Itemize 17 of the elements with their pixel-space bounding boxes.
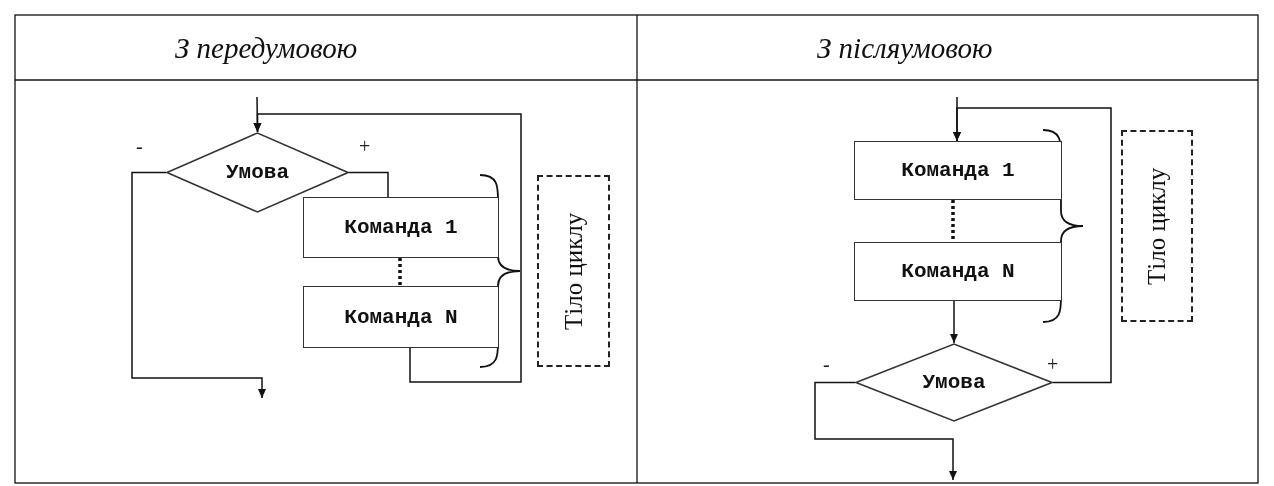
ellipsis-dots [951,200,955,242]
arrow [814,381,957,481]
column-header: З післяумовою [817,32,993,65]
ellipsis-dots [398,258,402,286]
arrow [950,300,958,344]
process-box: Команда 1 [303,197,499,258]
arrow [953,107,1112,384]
dashed-label-box: Тіло циклу [537,175,610,367]
process-box: Команда 1 [854,141,1062,200]
process-box: Команда N [854,242,1062,301]
arrow [253,113,522,383]
process-box: Команда N [303,286,499,348]
flow-line [348,171,389,198]
column-header: З передумовою [175,32,358,65]
decision-diamond: Умова [166,132,349,213]
dashed-label-box: Тіло циклу [1121,130,1193,322]
arrow [131,171,266,399]
